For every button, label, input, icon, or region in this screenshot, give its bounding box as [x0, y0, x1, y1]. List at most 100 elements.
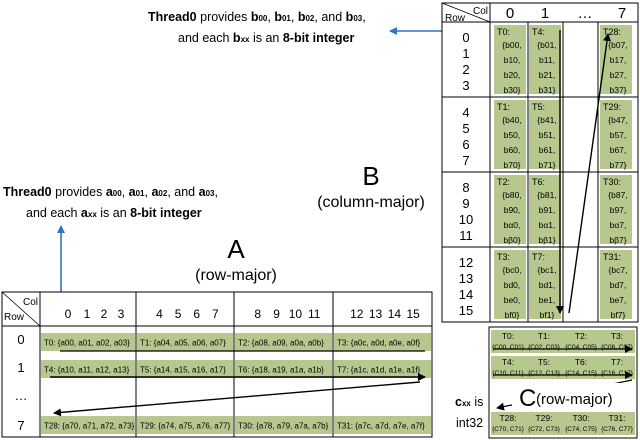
note-fragment: b — [251, 10, 259, 24]
matrix-b-row-label: 4 — [462, 105, 469, 120]
matrix-b-corner-diagonal — [441, 2, 491, 23]
matrix-b-thread-label: T28: — [603, 27, 621, 37]
matrix-b-col-header: … — [578, 5, 593, 22]
matrix-a-col-header: 13 — [369, 307, 383, 321]
matrix-a-col-header: 10 — [289, 307, 303, 321]
matrix-b-element: be1, — [539, 295, 556, 305]
matrix-a-thread-cell — [235, 333, 332, 351]
matrix-c-element: {C14, C15} — [565, 370, 598, 377]
note-a: Thread0 provides a00, a01, a02, and a03,… — [3, 185, 218, 220]
matrix-b-row-label: 3 — [462, 78, 469, 93]
matrix-b-element: b20, — [504, 70, 521, 80]
matrix-b-row-label: 5 — [462, 121, 469, 136]
note-fragment: c — [455, 395, 462, 409]
note-fragment: 00 — [113, 189, 122, 198]
matrix-b-thread-label: T29: — [603, 102, 621, 112]
matrix-b-element: be0, — [504, 295, 521, 305]
matrix-a-traverse-diagonal — [53, 381, 421, 417]
matrix-c-thread-label: T30: — [572, 413, 589, 423]
note-fragment: Thread0 — [148, 10, 197, 24]
matrix-c-element: {C10, C11} — [492, 370, 524, 377]
matrix-b-element: {b00, — [502, 40, 521, 50]
matrix-a-thread-text: T30: {a78, a79, a7a, a7b} — [238, 422, 329, 431]
matrix-b-thread-label: T30: — [603, 177, 621, 187]
matrix-a-cells: T0: {a00, a01, a02, a03}T1: {a04, a05, a… — [41, 333, 431, 434]
matrix-b-thread-cell — [600, 250, 632, 319]
matrix-a-col-header: 7 — [212, 307, 219, 321]
note-fragment: 01 — [282, 14, 291, 23]
matrix-b-element: b17, — [610, 55, 627, 65]
matrix-b-thread-cell — [529, 100, 561, 169]
note-fragment: is — [471, 395, 484, 409]
matrix-a-thread-text: T6: {a18, a19, a1a, a1b} — [238, 366, 324, 375]
matrix-c-thread-label: T2: — [575, 331, 587, 341]
note-fragment: , and — [314, 10, 345, 24]
matrix-a-thread-text: T0: {a00, a01, a02, a03} — [44, 339, 130, 348]
matrix-c-thread-label: T1: — [538, 331, 550, 341]
matrix-b-thread-cell — [494, 250, 526, 319]
matrix-a-thread-cell — [235, 360, 332, 378]
note-fragment: b — [346, 10, 354, 24]
matrix-a-thread-text: T5: {a14, a15, a16, a17} — [140, 366, 226, 375]
matrix-a-thread-cell — [137, 416, 233, 434]
matrix-c-thread-label: T31: — [608, 413, 625, 423]
note-b-line2: and each bxx is an 8-bit integer — [178, 31, 354, 45]
note-fragment: 02 — [158, 189, 167, 198]
matrix-c-element: {C04, C05} — [565, 344, 598, 351]
matrix-b-row-label: 1 — [462, 46, 469, 61]
note-fragment: b — [298, 10, 306, 24]
matrix-b-element: b10, — [504, 55, 521, 65]
note-fragment: a — [199, 185, 207, 199]
matrix-b-element: {b07, — [608, 40, 627, 50]
matrix-b-traverse-diagonal — [568, 33, 611, 314]
matrix-c-element: {C12, C13} — [528, 370, 561, 377]
note-fragment: a — [151, 185, 159, 199]
matrix-b-element: bd1, — [539, 280, 556, 290]
matrix-b-thread-label: T7: — [532, 252, 545, 262]
matrix-b-thread-label: T4: — [532, 27, 545, 37]
matrix-c-thread-label: T7: — [611, 357, 623, 367]
matrix-b-row-label: 12 — [459, 255, 473, 270]
matrix-b-corner-row: Row — [445, 13, 466, 24]
matrix-b-element: {b47, — [608, 115, 627, 125]
matrix-b-element: b67, — [610, 145, 627, 155]
matrix-b-element: {bc0, — [503, 265, 522, 275]
matrix-b-col-header: 7 — [618, 5, 626, 22]
matrix-a-grid — [1, 291, 432, 437]
matrix-b-element: bβ1} — [538, 235, 555, 245]
matrix-b-corner-col: Col — [473, 6, 488, 17]
matrix-a-thread-text: T29: {a74, a75, a76, a77} — [140, 422, 231, 431]
note-fragment: , — [145, 185, 152, 199]
matrix-a-letter: A — [227, 234, 245, 264]
matrix-a-col-header: 1 — [84, 307, 91, 321]
matrix-b-thread-cell — [494, 175, 526, 244]
note-fragment: 03 — [353, 14, 362, 23]
matrix-a-col-header: 4 — [156, 307, 163, 321]
matrix-c-element: {C16, C17} — [601, 370, 634, 377]
note-fragment: , — [214, 185, 217, 199]
matrix-b-row-label: 9 — [462, 196, 469, 211]
matrix-b: B (column-major) T0:{b00,b10,b20,b30}T4:… — [317, 2, 639, 323]
matrix-b-row-label: 6 — [462, 137, 469, 152]
matrix-b-thread-label: T31: — [603, 252, 621, 262]
matrix-c-layout: (row-major) — [536, 391, 613, 408]
matrix-a-row-label: 1 — [17, 360, 24, 375]
matrix-a-col-header: 8 — [254, 307, 261, 321]
note-fragment: , — [362, 10, 365, 24]
matrix-b-row-label: 0 — [462, 30, 469, 45]
matrix-b-element: bβ7} — [609, 235, 626, 245]
matrix-a-thread-cell — [137, 333, 233, 351]
note-fragment: , — [122, 185, 129, 199]
matrix-b-element: bf7} — [611, 310, 626, 320]
matrix-b-row-label: 8 — [462, 180, 469, 195]
note-fragment: xx — [241, 35, 250, 44]
matrix-c-thread-label: T4: — [502, 357, 514, 367]
matrix-b-element: b31} — [538, 85, 555, 95]
note-a-line2: and each axx is an 8-bit integer — [26, 206, 202, 220]
matrix-b-thread-label: T0: — [497, 27, 510, 37]
matrix-c-thread-label: T6: — [575, 357, 587, 367]
note-a-line1: Thread0 provides a00, a01, a02, and a03, — [3, 185, 218, 199]
matrix-b-element: b30} — [503, 85, 520, 95]
note-fragment: 00 — [258, 14, 267, 23]
